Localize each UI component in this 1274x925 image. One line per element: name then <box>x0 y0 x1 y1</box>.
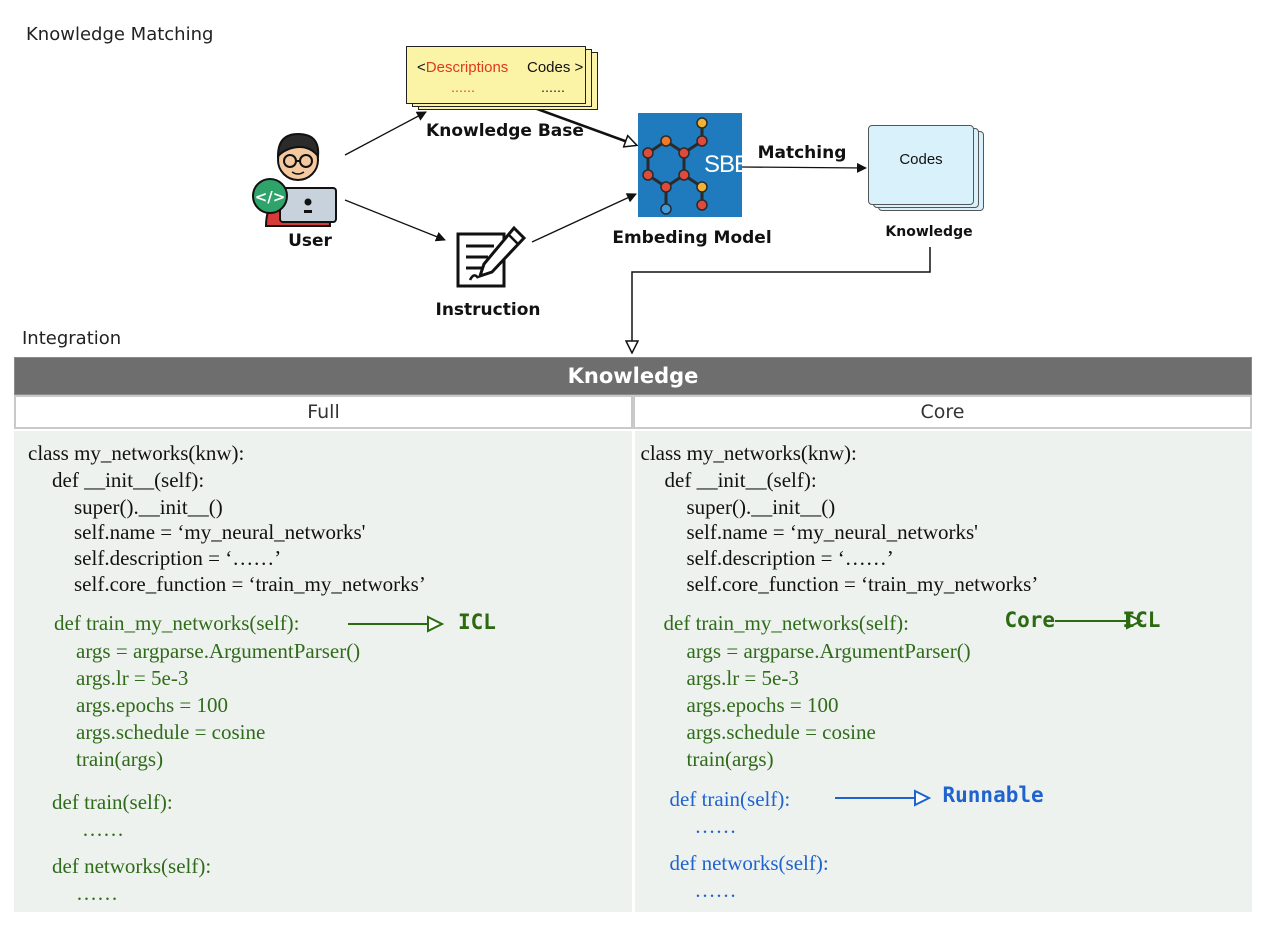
core-line: self.core_function = ‘train_my_networks’ <box>686 572 1039 596</box>
core-line: def networks(self): <box>669 851 829 875</box>
svg-text:</>: </> <box>255 188 286 206</box>
full-icl-arrow <box>348 615 444 633</box>
full-code-panel: class my_networks(knw): def __init__(sel… <box>14 431 632 912</box>
kb-codes: Codes > <box>527 59 584 76</box>
full-line: train(args) <box>76 747 164 771</box>
full-line: self.core_function = ‘train_my_networks’ <box>74 572 426 596</box>
arrow-instruction-to-model <box>531 193 637 243</box>
arrow-user-to-instruction <box>344 199 446 242</box>
full-line: …… <box>82 817 124 841</box>
full-line: args.lr = 5e-3 <box>76 666 189 690</box>
core-icl-arrow <box>1054 612 1143 630</box>
full-line-core-function: def train_my_networks(self): <box>54 611 300 635</box>
arrow-knowledge-to-table <box>632 247 931 352</box>
core-line: args.schedule = cosine <box>686 720 876 744</box>
instruction-icon <box>456 225 527 288</box>
core-line: args.lr = 5e-3 <box>686 666 799 690</box>
core-tag-core: Core <box>1004 608 1056 632</box>
full-line: def networks(self): <box>52 854 212 878</box>
full-tag-icl: ICL <box>458 610 496 634</box>
full-line: class my_networks(knw): <box>28 441 245 465</box>
kb-dots-right: …… <box>541 81 565 95</box>
core-tag-runnable: Runnable <box>942 783 1044 807</box>
arrow-user-to-kb <box>344 111 427 156</box>
core-line-runnable: def train(self): <box>669 787 791 811</box>
knowledge-base-box: <Descriptions Codes > …… …… <box>406 46 586 104</box>
core-line: self.name = ‘my_neural_networks' <box>686 520 978 544</box>
core-line: args.epochs = 100 <box>686 693 839 717</box>
instruction-label: Instruction <box>435 300 541 320</box>
sbe-logo-text: SBE <box>704 151 750 178</box>
full-line: args.schedule = cosine <box>76 720 266 744</box>
matching-label: Matching <box>757 143 847 163</box>
col-full-header: Full <box>14 395 633 429</box>
knowledge-matching-title: Knowledge Matching <box>26 24 214 45</box>
full-line: def train(self): <box>52 790 173 814</box>
full-line: args.epochs = 100 <box>76 693 229 717</box>
full-line: self.description = ‘……’ <box>74 546 282 570</box>
table-header: Knowledge <box>14 357 1252 395</box>
core-line: class my_networks(knw): <box>640 441 857 465</box>
core-line: self.description = ‘……’ <box>686 546 894 570</box>
core-tag-icl: ICL <box>1122 608 1161 632</box>
full-line: def __init__(self): <box>52 468 205 492</box>
user-icon: </> <box>252 132 337 227</box>
core-line: def __init__(self): <box>664 468 817 492</box>
user-label: User <box>288 231 332 251</box>
knowledge-label: Knowledge <box>885 224 973 240</box>
core-line: …… <box>694 814 737 838</box>
core-line: train(args) <box>686 747 774 771</box>
core-line-core-function: def train_my_networks(self): <box>663 611 910 635</box>
core-runnable-arrow <box>834 789 931 807</box>
col-core-header: Core <box>633 395 1252 429</box>
full-line: …… <box>76 881 118 905</box>
full-line: args = argparse.ArgumentParser() <box>76 639 361 663</box>
molecule-icon <box>642 117 708 215</box>
knowledge-base-label: Knowledge Base <box>426 121 584 141</box>
embedding-model-label: Embeding Model <box>612 228 772 248</box>
core-line: …… <box>694 878 737 902</box>
core-line: super().__init__() <box>686 495 836 519</box>
kb-descriptions: <Descriptions <box>417 59 509 76</box>
kb-dots-left: …… <box>451 81 475 95</box>
table-subheader: Full Core <box>14 395 1252 429</box>
arrow-model-to-codes <box>741 162 867 173</box>
code-area: class my_networks(knw): def __init__(sel… <box>14 431 1252 912</box>
full-line: self.name = ‘my_neural_networks' <box>74 520 366 544</box>
core-code-panel: class my_networks(knw): def __init__(sel… <box>634 431 1252 912</box>
integration-title: Integration <box>22 328 122 349</box>
embedding-model-box: SBE <box>638 113 750 217</box>
knowledge-table: Knowledge Full Core class my_networks(kn… <box>14 357 1252 912</box>
codes-box: Codes <box>868 125 974 205</box>
full-line: super().__init__() <box>74 495 223 519</box>
core-line: args = argparse.ArgumentParser() <box>686 639 971 663</box>
